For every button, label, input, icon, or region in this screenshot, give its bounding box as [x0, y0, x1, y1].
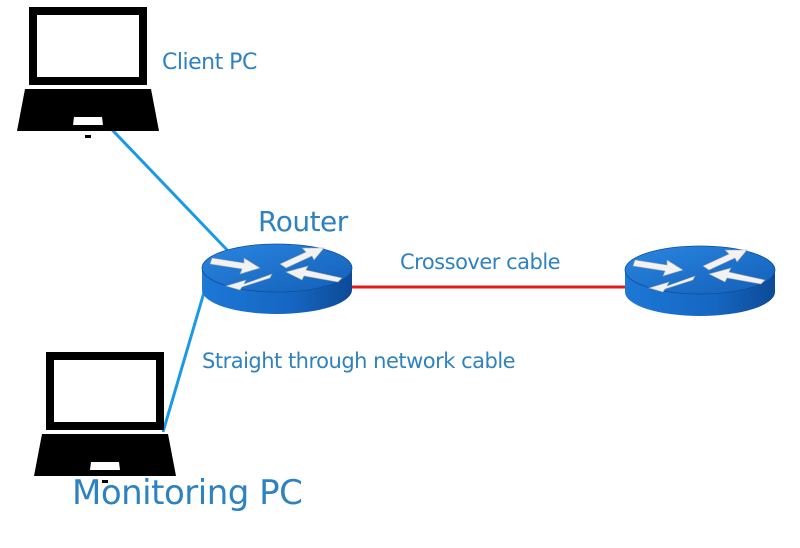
client-pc-laptop-icon [17, 7, 159, 138]
cable-client-to-router [95, 112, 232, 255]
client-pc-label: Client PC [162, 50, 257, 75]
router-label: Router [258, 205, 348, 238]
monitoring-pc-label: Monitoring PC [72, 473, 303, 513]
monitoring-pc-laptop-icon [34, 352, 176, 483]
cable-monitoring-to-router [161, 288, 207, 433]
router-icon [201, 243, 353, 315]
straight-through-cable-label: Straight through network cable [202, 349, 516, 373]
crossover-cable-label: Crossover cable [400, 250, 561, 274]
remote-router-icon [624, 245, 776, 317]
